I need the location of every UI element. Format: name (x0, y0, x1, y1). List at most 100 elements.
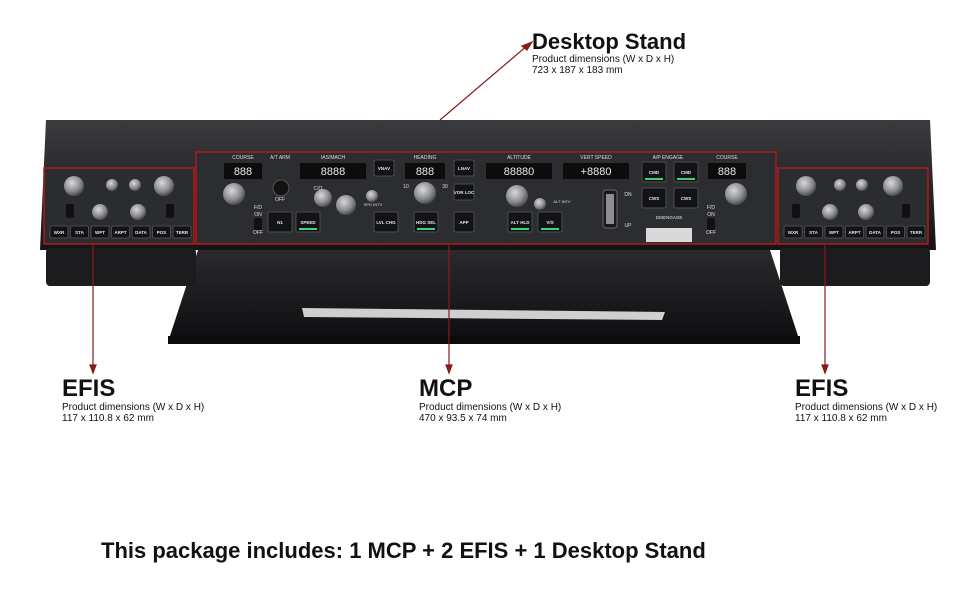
mcp-hdg-30: 30 (442, 184, 448, 190)
efis-right-sta-button-label: STA (809, 230, 818, 235)
mcp-title: MCP (419, 375, 473, 402)
mcp-at-off: OFF (275, 197, 285, 203)
mcp-alt-intv-label: ALT INTV (553, 199, 571, 204)
vor-loc-button-label: VOR LOC (454, 190, 475, 195)
efis-left-wpt-button[interactable] (90, 225, 110, 239)
cmd-a-button-label: CMD (649, 170, 660, 175)
mcp-up-label: UP (625, 223, 633, 229)
alt-hld-button[interactable] (507, 211, 533, 233)
hdg-sel-button-led (417, 228, 435, 230)
efis-left-panel: WXR STA WPT ARPT DATA POS TERR (43, 167, 195, 245)
efis-right-data-button[interactable] (865, 225, 885, 239)
efis-left-data-button[interactable] (131, 225, 151, 239)
vs-button[interactable] (537, 211, 563, 233)
cmd-a-button[interactable] (641, 161, 667, 183)
efis-right-terr-button-label: TERR (910, 230, 923, 235)
mcp-display-heading: 888 (416, 166, 434, 178)
efis-right-terr-button[interactable] (906, 225, 926, 239)
efis-right-sta-button[interactable] (804, 225, 823, 239)
mcp-fd-off-left: OFF (253, 230, 263, 236)
efis-left-pos-button-label: POS (157, 230, 167, 235)
efis-right-pos-button[interactable] (886, 225, 905, 239)
speed-button-label: SPEED (300, 220, 316, 225)
mcp-label-course-right: COURSE (716, 155, 738, 161)
efis-left-title: EFIS (62, 375, 116, 402)
lnav-button-label: LNAV (458, 166, 470, 171)
mcp-label-course: COURSE (232, 155, 254, 161)
efis-right-dim-value: 117 x 110.8 x 62 mm (795, 413, 887, 424)
mcp-label-altitude: ALTITUDE (507, 155, 531, 161)
efis-left-pos-button[interactable] (152, 225, 171, 239)
package-contents-text: This package includes: 1 MCP + 2 EFIS + … (101, 538, 706, 563)
efis-left-sta-button[interactable] (70, 225, 89, 239)
cmd-b-button-label: CMD (681, 170, 692, 175)
cmd-a-button-led (645, 178, 663, 180)
pointer-lines (89, 40, 829, 375)
altitude-knob (506, 185, 528, 207)
efis-left-wxr-button-label: WXR (54, 230, 65, 235)
hdg-sel-button[interactable] (413, 211, 439, 233)
mcp-dn-label: DN (624, 192, 632, 198)
lnav-button[interactable] (453, 159, 475, 177)
efis-left-wxr-button[interactable] (49, 225, 69, 239)
disengage-bar (646, 228, 692, 242)
cws-a-button[interactable] (641, 187, 667, 209)
tablet-edge (302, 308, 665, 320)
efis-right-callout: EFIS Product dimensions (W x D x H) 117 … (795, 375, 938, 425)
efis-right-title: EFIS (795, 375, 849, 402)
alt-hld-button-label: ALT HLD (511, 220, 531, 225)
hdg-sel-button-label: HDG SEL (416, 220, 436, 225)
course-left-knob (223, 183, 245, 205)
mcp-hdg-10: 10 (403, 184, 409, 190)
efis-right-wpt-button-label: WPT (829, 230, 839, 235)
vor-loc-button[interactable] (453, 183, 475, 201)
efis-left-wpt-button-label: WPT (95, 230, 105, 235)
efis-left-dim-value: 117 x 110.8 x 62 mm (62, 413, 154, 424)
speed-knob-2 (336, 195, 356, 215)
mcp-fd-on-left: ON (254, 212, 262, 218)
mcp-callout: MCP Product dimensions (W x D x H) 470 x… (419, 375, 562, 425)
vs-button-label: V/S (546, 220, 553, 225)
efis-right-arpt-button[interactable] (845, 225, 864, 239)
efis-left-dim-label: Product dimensions (W x D x H) (62, 402, 205, 413)
disengage-label: DISENGAGE (656, 215, 683, 220)
efis-left-sta-button-label: STA (75, 230, 84, 235)
mcp-fd-on-right: ON (707, 212, 715, 218)
vnav-button-label: VNAV (378, 166, 390, 171)
efis-right-dim-label: Product dimensions (W x D x H) (795, 402, 938, 413)
efis-right-arpt-button-label: ARPT (848, 230, 861, 235)
efis-right-wpt-button[interactable] (824, 225, 844, 239)
mcp-spd-intv-label: SPD INTV (364, 202, 383, 207)
mcp-display-course-right: 888 (718, 166, 736, 178)
speed-button[interactable] (295, 211, 321, 233)
efis-right-pos-button-label: POS (891, 230, 901, 235)
mcp-display-course-left: 888 (234, 166, 252, 178)
n1-button-label: N1 (277, 220, 283, 225)
mcp-display-ias: 8888 (321, 166, 345, 178)
desktop-stand-callout: Desktop Stand Product dimensions (W x D … (532, 30, 686, 77)
mcp-display-vs: +8880 (581, 166, 612, 178)
cmd-b-button[interactable] (673, 161, 699, 183)
heading-knob (414, 182, 436, 204)
efis-left-data-button-label: DATA (135, 230, 148, 235)
mcp-dim-value: 470 x 93.5 x 74 mm (419, 413, 507, 424)
cmd-b-button-led (677, 178, 695, 180)
efis-left-terr-button-label: TERR (176, 230, 189, 235)
app-button[interactable] (453, 211, 475, 233)
vnav-button[interactable] (373, 159, 395, 177)
efis-left-arpt-button-label: ARPT (114, 230, 127, 235)
mcp-display-altitude: 88880 (504, 166, 535, 178)
speed-knob (314, 189, 332, 207)
efis-right-wxr-button[interactable] (783, 225, 803, 239)
mcp-label-ap-engage: A/P ENGAGE (653, 155, 684, 161)
cws-b-button[interactable] (673, 187, 699, 209)
mcp-label-vert-speed: VERT SPEED (580, 155, 612, 161)
efis-left-arpt-button[interactable] (111, 225, 130, 239)
lvl-chg-button[interactable] (373, 211, 399, 233)
efis-left-terr-button[interactable] (172, 225, 192, 239)
mcp-dim-label: Product dimensions (W x D x H) (419, 402, 562, 413)
n1-button[interactable] (267, 211, 293, 233)
efis-right-wxr-button-label: WXR (788, 230, 799, 235)
vs-button-led (541, 228, 559, 230)
